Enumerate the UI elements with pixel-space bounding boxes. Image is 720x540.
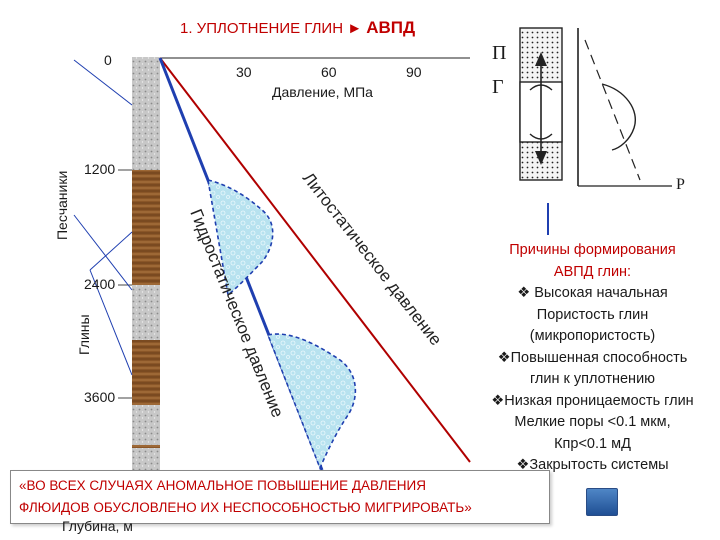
reason-item-1-line2: Пористость глин xyxy=(470,305,715,327)
quote-line1: «ВО ВСЕХ СЛУЧАЯХ АНОМАЛЬНОЕ ПОВЫШЕНИЕ ДА… xyxy=(19,475,541,497)
sandstone-layer xyxy=(132,285,160,340)
quote-line2: ФЛЮИДОВ ОБУСЛОВЛЕНО ИХ НЕСПОСОБНОСТЬЮ МИ… xyxy=(19,497,541,519)
bullet-icon: ❖ xyxy=(498,350,511,366)
pressure-tick-60: 60 xyxy=(321,64,337,80)
reason-item-1-line3: (микропористость) xyxy=(470,326,715,348)
compaction-schematic xyxy=(520,28,672,235)
reasons-block: Причины формирования АВПД глин: ❖ Высока… xyxy=(470,240,715,477)
quote-box: «ВО ВСЕХ СЛУЧАЯХ АНОМАЛЬНОЕ ПОВЫШЕНИЕ ДА… xyxy=(10,470,550,524)
sandstone-layer xyxy=(132,405,160,445)
lithology-column xyxy=(132,57,160,470)
reason-item-3-detail2: Кпр<0.1 мД xyxy=(470,434,715,456)
depth-tick-2400: 2400 xyxy=(84,276,115,292)
clay-label: Глины xyxy=(76,314,92,355)
sandstone-layer xyxy=(132,57,160,170)
lithostatic-label: Литостатическое давление xyxy=(299,169,446,349)
reason-item-2: ❖Повышенная способность xyxy=(470,348,715,370)
schematic-label-top: П xyxy=(492,42,506,65)
sandstone-layer xyxy=(132,448,160,470)
depth-axis-label: Глубина, м xyxy=(62,518,133,534)
bullet-icon: ❖ xyxy=(491,393,504,409)
schematic-label-p: P xyxy=(676,176,685,194)
clay-layer xyxy=(132,170,160,285)
depth-zero-label: 0 xyxy=(104,52,112,68)
depth-tick-1200: 1200 xyxy=(84,161,115,177)
depth-ticks xyxy=(118,170,132,398)
pressure-axis-label: Давление, МПа xyxy=(272,84,373,100)
nav-next-button[interactable] xyxy=(586,488,618,516)
bullet-icon: ❖ xyxy=(517,285,530,301)
reasons-title-line1: Причины формирования xyxy=(470,240,715,262)
schematic-label-bottom: Г xyxy=(492,76,504,99)
reason-item-1: ❖ Высокая начальная xyxy=(470,283,715,305)
reason-item-2-line2: глин к уплотнению xyxy=(470,369,715,391)
sandstone-label: Песчаники xyxy=(54,171,70,240)
pressure-tick-90: 90 xyxy=(406,64,422,80)
clay-layer xyxy=(132,340,160,405)
reason-item-3: ❖Низкая проницаемость глин xyxy=(470,391,715,413)
depth-tick-3600: 3600 xyxy=(84,389,115,405)
reason-item-3-detail1: Мелкие поры <0.1 мкм, xyxy=(470,412,715,434)
reasons-title-line2: АВПД глин: xyxy=(470,262,715,284)
pressure-tick-30: 30 xyxy=(236,64,252,80)
